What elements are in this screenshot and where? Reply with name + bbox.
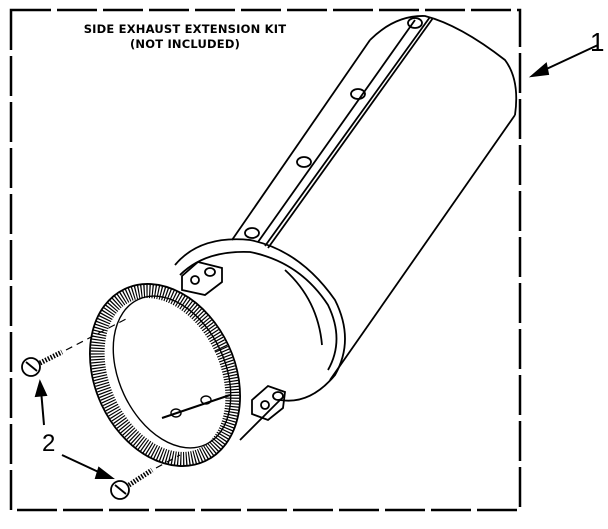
screw-lower	[110, 454, 181, 500]
kit-boundary-box	[9, 8, 522, 512]
crimped-end	[89, 283, 241, 467]
leader-arrows	[34, 44, 599, 479]
kit-title-line1: SIDE EXHAUST EXTENSION KIT	[83, 22, 287, 36]
exhaust-extension-duct	[174, 15, 518, 441]
callout-1: 1	[590, 27, 605, 57]
screw-upper	[21, 317, 129, 377]
kit-title-line2: (NOT INCLUDED)	[129, 37, 241, 51]
callout-2: 2	[42, 430, 56, 457]
kit-title: SIDE EXHAUST EXTENSION KIT (NOT INCLUDED…	[40, 22, 330, 52]
